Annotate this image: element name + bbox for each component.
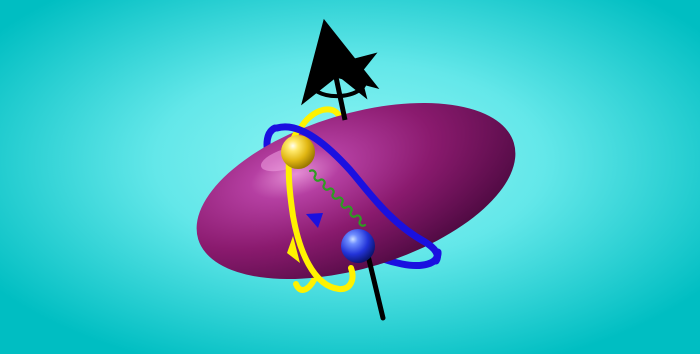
blue-particle bbox=[341, 229, 375, 263]
yellow-particle bbox=[281, 135, 315, 169]
bottom-border bbox=[0, 354, 700, 358]
